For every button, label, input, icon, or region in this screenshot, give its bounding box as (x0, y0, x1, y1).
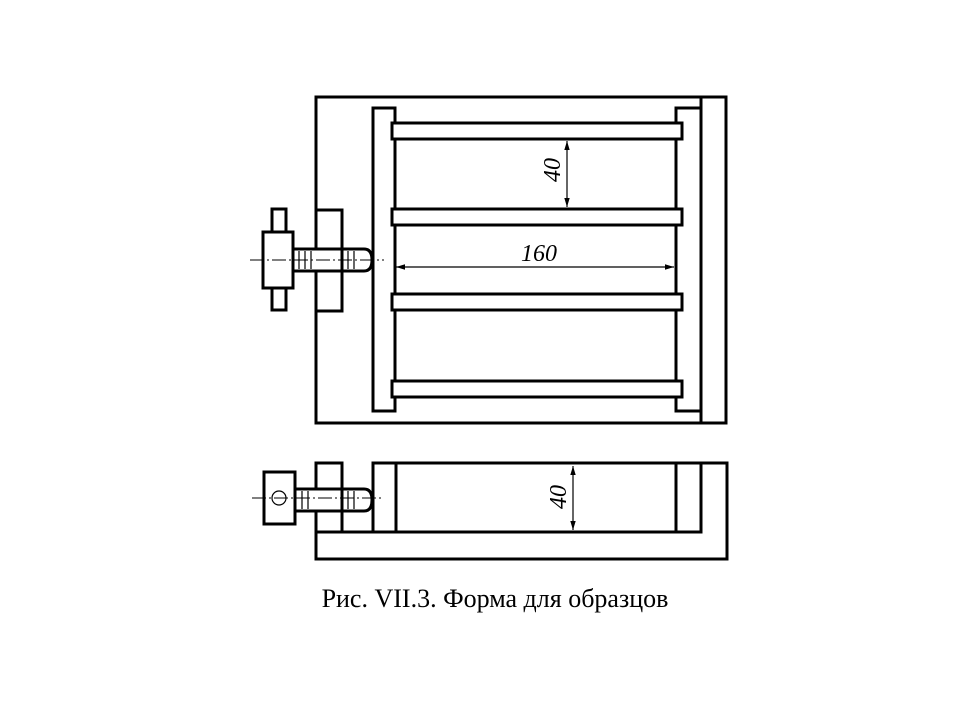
front-view: 40 (252, 461, 729, 561)
right-inner-wall (674, 461, 703, 534)
top-view: 40 160 (250, 95, 728, 425)
partition-1 (390, 121, 684, 141)
figure-caption: Рис. VII.3. Форма для образцов (321, 584, 669, 613)
right-end-wall (699, 95, 728, 425)
screw-rod-front (292, 487, 344, 513)
screw-tip-front (340, 487, 374, 513)
dimension-label-40: 40 (540, 158, 566, 182)
right-side-bar (674, 106, 703, 413)
left-wall (371, 461, 398, 534)
dimension-label-front-40: 40 (546, 485, 572, 509)
partition-3 (390, 292, 684, 312)
dimension-label-160: 160 (521, 241, 557, 267)
partition-2 (390, 207, 684, 227)
partition-4 (390, 379, 684, 399)
